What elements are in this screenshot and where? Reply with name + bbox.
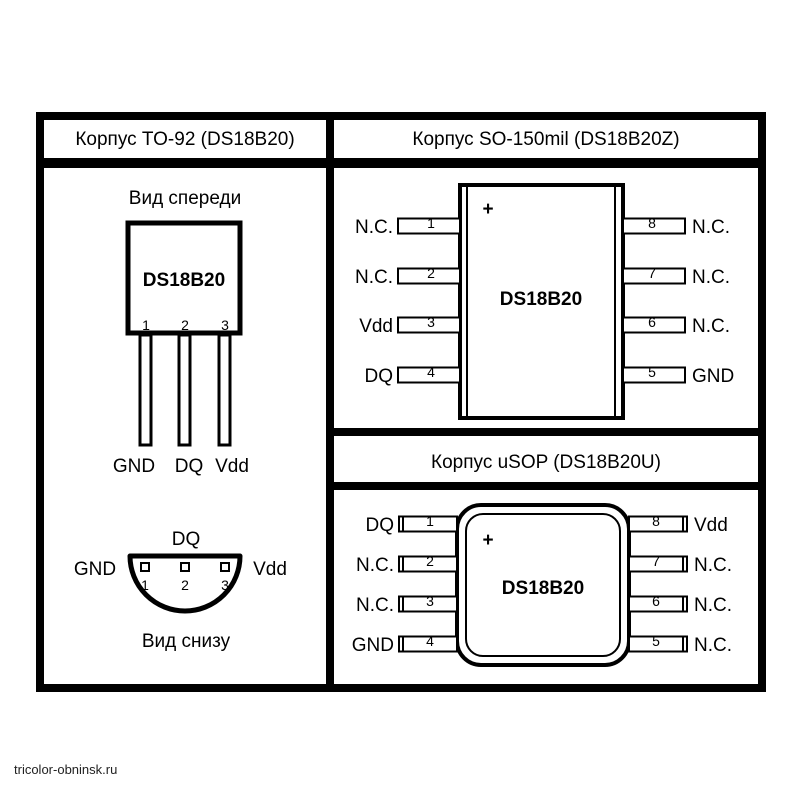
usop-pin-5: 5 N.C. [628, 633, 732, 656]
usop-pin-number: 8 [652, 513, 660, 529]
usop-pin-number: 4 [426, 633, 434, 649]
to92-bottom-pin-name-gnd: GND [74, 559, 116, 580]
to92-pin-number-2: 2 [181, 317, 189, 333]
to92-pin-number-1: 1 [142, 317, 150, 333]
to92-bottom-pin-number-1: 1 [141, 577, 149, 593]
so150-pin-6: 6 N.C. [622, 314, 730, 337]
to92-bottom-pad-1 [140, 562, 150, 572]
so150-pin-number: 7 [648, 265, 656, 281]
usop-title: Корпус uSOP (DS18B20U) [431, 452, 661, 473]
usop-pin-4: 4 GND [352, 633, 458, 656]
usop-pin-8: 8 Vdd [628, 513, 728, 536]
usop-pin-name: N.C. [694, 555, 732, 576]
footer-source: tricolor-obninsk.ru [14, 762, 118, 777]
usop-pin-name: GND [352, 635, 394, 656]
so150-package: + DS18B20 [458, 183, 625, 420]
usop-pin-1: 1 DQ [366, 513, 458, 536]
usop-pin-number: 5 [652, 633, 660, 649]
to92-front-pin-name-vdd: Vdd [215, 456, 249, 477]
to92-lead-1 [138, 333, 153, 447]
usop-pin-number: 7 [652, 553, 660, 569]
to92-title: Корпус TO-92 (DS18B20) [75, 129, 294, 150]
frame [36, 112, 766, 692]
to92-front-package: DS18B20 1 2 3 [125, 220, 243, 447]
usop-chip-label: DS18B20 [502, 578, 584, 599]
usop-pin-2: 2 N.C. [356, 553, 458, 576]
so150-pin-name: N.C. [692, 217, 730, 238]
to92-bottom-pin-number-3: 3 [221, 577, 229, 593]
so150-pin-name: GND [692, 366, 734, 387]
usop-pin-number: 2 [426, 553, 434, 569]
so150-pin-name: N.C. [355, 267, 393, 288]
to92-bottom-pin-name-dq: DQ [172, 529, 201, 550]
usop-pin-number: 3 [426, 593, 434, 609]
to92-bottom-pin-name-vdd: Vdd [253, 559, 287, 580]
usop-pin-name: N.C. [356, 555, 394, 576]
so150-pin-8: 8 N.C. [622, 215, 730, 238]
so150-pin-number: 8 [648, 215, 656, 231]
to92-lead-2 [177, 333, 192, 447]
usop-pin-name: N.C. [694, 595, 732, 616]
usop-pin-number: 1 [426, 513, 434, 529]
usop-pin-name: DQ [366, 515, 395, 536]
usop-pin-name: N.C. [356, 595, 394, 616]
so150-pin-name: N.C. [692, 316, 730, 337]
bottom-view-caption: Вид снизу [142, 631, 231, 652]
so150-pin-name: Vdd [359, 316, 393, 337]
so150-polarity-mark: + [482, 199, 493, 220]
usop-pin-6: 6 N.C. [628, 593, 732, 616]
so150-pin-5: 5 GND [622, 364, 734, 387]
usop-pin-name: Vdd [694, 515, 728, 536]
so150-pin-number: 3 [427, 314, 435, 330]
so150-pin-number: 2 [427, 265, 435, 281]
so150-pin-3: 3 Vdd [359, 314, 461, 337]
to92-bottom-pad-2 [180, 562, 190, 572]
so150-pin-number: 5 [648, 364, 656, 380]
so150-pin-1: 1 N.C. [355, 215, 461, 238]
to92-bottom-package: 1 2 3 [127, 553, 243, 614]
to92-front-pin-name-dq: DQ [175, 456, 204, 477]
so150-pin-2: 2 N.C. [355, 265, 461, 288]
so150-pin-name: N.C. [692, 267, 730, 288]
to92-lead-3 [217, 333, 232, 447]
so150-pin-name: DQ [365, 366, 394, 387]
so150-pin-4: 4 DQ [365, 364, 461, 387]
so150-pin-number: 4 [427, 364, 435, 380]
usop-pin-name: N.C. [694, 635, 732, 656]
to92-front-pin-name-gnd: GND [113, 456, 155, 477]
to92-pin-number-3: 3 [221, 317, 229, 333]
usop-pin-7: 7 N.C. [628, 553, 732, 576]
so150-chip-label: DS18B20 [500, 289, 582, 310]
usop-pin-number: 6 [652, 593, 660, 609]
so150-pin-name: N.C. [355, 217, 393, 238]
so150-pin-number: 6 [648, 314, 656, 330]
front-view-caption: Вид спереди [129, 188, 241, 209]
so150-title: Корпус SO-150mil (DS18B20Z) [412, 129, 679, 150]
usop-package: + DS18B20 [455, 503, 631, 667]
so150-pin-7: 7 N.C. [622, 265, 730, 288]
to92-bottom-pad-3 [220, 562, 230, 572]
so150-pin-number: 1 [427, 215, 435, 231]
usop-polarity-mark: + [482, 530, 493, 551]
to92-chip-label: DS18B20 [143, 270, 225, 291]
to92-bottom-pin-number-2: 2 [181, 577, 189, 593]
usop-pin-3: 3 N.C. [356, 593, 458, 616]
